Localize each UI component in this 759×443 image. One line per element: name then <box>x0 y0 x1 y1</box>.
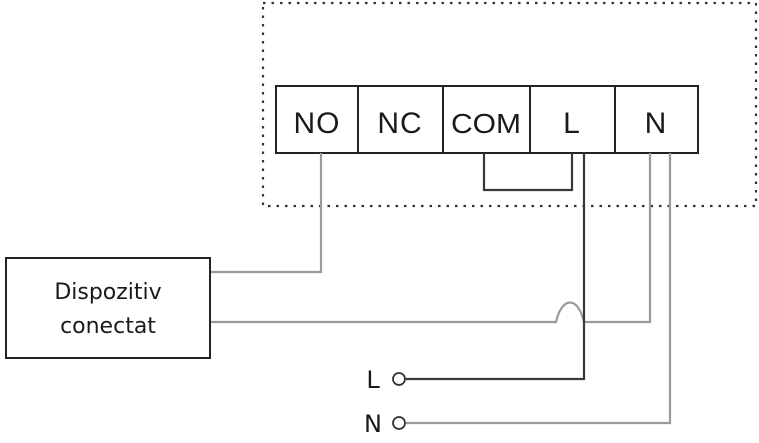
terminal-block-frame <box>275 85 699 154</box>
device-label-line1: Dispozitiv <box>54 280 161 305</box>
live-supply-terminal-icon <box>392 372 406 386</box>
neutral-supply-label: N <box>364 410 382 438</box>
com-l-jumper-wire <box>482 153 574 192</box>
terminal-block: NO NC COM L N <box>275 85 699 154</box>
terminal-l-label: L <box>563 107 581 140</box>
terminal-n-label: N <box>645 107 668 140</box>
connected-device: Dispozitiv conectat <box>5 257 211 359</box>
terminal-nc-label: NC <box>377 107 422 140</box>
live-supply-label: L <box>366 366 380 394</box>
neutral-supply-wire <box>406 153 672 425</box>
terminal-no-label: NO <box>294 107 341 140</box>
enclosure-boundary <box>261 1 758 208</box>
live-supply-wire <box>406 153 586 381</box>
neutral-supply-terminal-icon <box>392 416 406 430</box>
terminal-com-label: COM <box>451 108 521 139</box>
no-to-device-wire <box>210 153 323 274</box>
device-label-line2: conectat <box>60 314 156 339</box>
device-box <box>5 257 211 359</box>
